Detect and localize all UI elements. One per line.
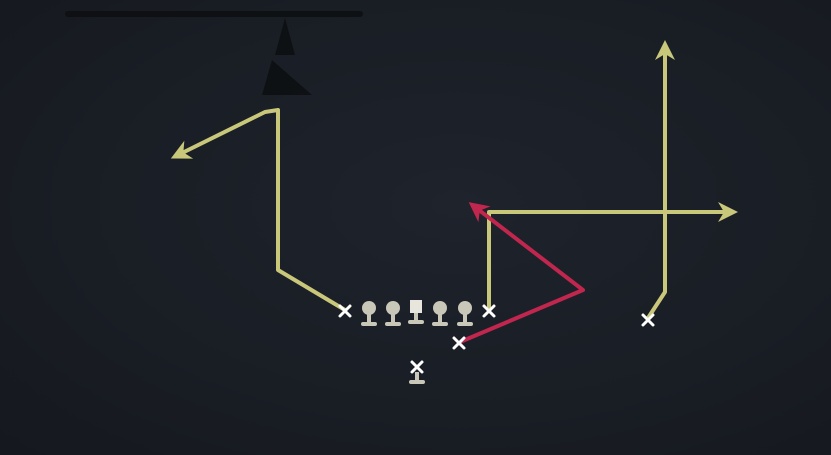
player-tight-end xyxy=(482,304,496,318)
route-right-receiver xyxy=(646,40,675,320)
top-logo-artifact xyxy=(65,11,363,95)
lineman-left-guard xyxy=(385,301,401,326)
route-tight-end xyxy=(487,202,738,310)
lineman-left-tackle xyxy=(361,301,377,326)
player-quarterback xyxy=(409,360,425,384)
offensive-line xyxy=(361,300,473,326)
lineman-right-guard xyxy=(432,301,448,326)
route-slot-receiver xyxy=(459,202,585,344)
player-left-receiver xyxy=(338,304,352,318)
player-slot-receiver xyxy=(452,336,466,350)
lineman-right-tackle xyxy=(457,301,473,326)
lineman-center xyxy=(408,300,424,324)
route-left-receiver xyxy=(170,108,347,312)
player-right-receiver xyxy=(641,313,655,327)
